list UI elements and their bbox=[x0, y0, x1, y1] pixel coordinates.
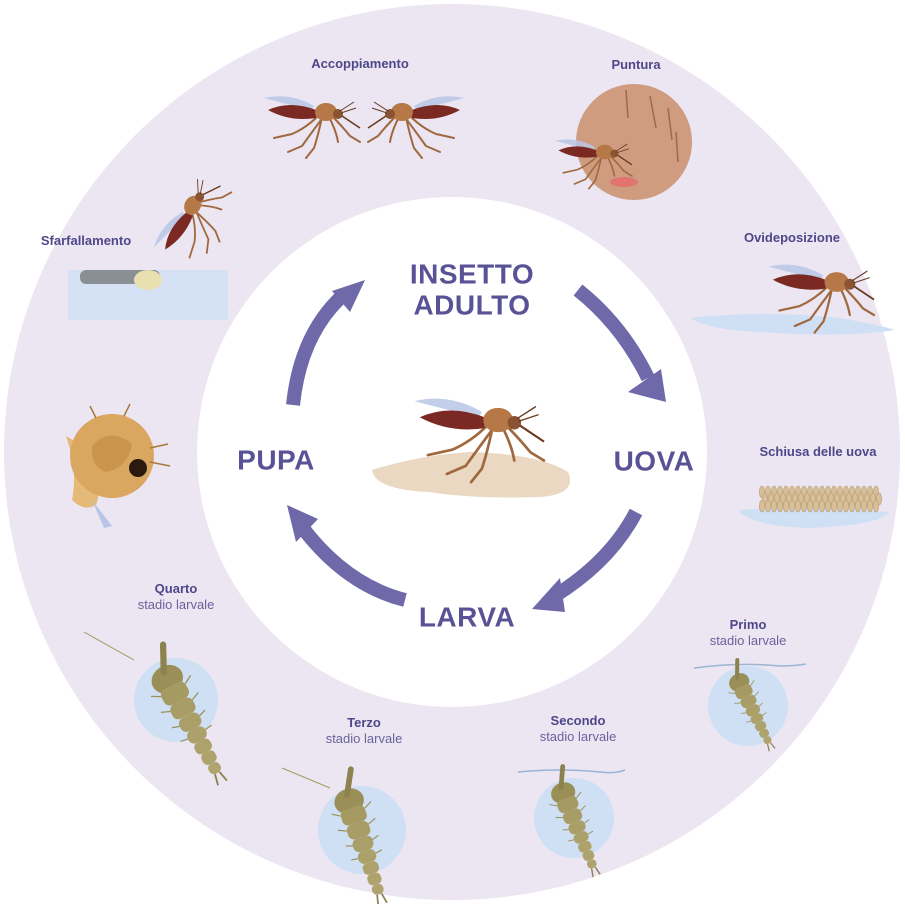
egg bbox=[783, 500, 788, 512]
label-ovideposizione: Ovideposizione bbox=[744, 230, 840, 246]
egg bbox=[843, 500, 848, 512]
egg-raft-icon bbox=[738, 486, 890, 528]
egg bbox=[801, 500, 806, 512]
center-title-line1: INSETTO bbox=[410, 259, 534, 290]
egg bbox=[831, 500, 836, 512]
label-schiusa: Schiusa delle uova bbox=[759, 444, 876, 460]
egg bbox=[765, 500, 770, 512]
egg bbox=[771, 500, 776, 512]
label-quarto-stadio: Quarto stadio larvale bbox=[138, 581, 215, 614]
egg bbox=[849, 500, 854, 512]
phase-larva: LARVA bbox=[419, 601, 515, 632]
egg bbox=[795, 500, 800, 512]
egg bbox=[777, 500, 782, 512]
egg bbox=[759, 500, 764, 512]
egg bbox=[861, 500, 866, 512]
egg bbox=[855, 500, 860, 512]
egg bbox=[873, 500, 878, 512]
label-accoppiamento: Accoppiamento bbox=[311, 56, 409, 72]
center-title: INSETTO ADULTO bbox=[410, 259, 534, 322]
label-primo-stadio: Primo stadio larvale bbox=[710, 617, 787, 650]
center-title-line2: ADULTO bbox=[413, 290, 530, 321]
egg bbox=[837, 500, 842, 512]
egg bbox=[789, 500, 794, 512]
egg bbox=[813, 500, 818, 512]
egg bbox=[807, 500, 812, 512]
egg bbox=[819, 500, 824, 512]
phase-pupa: PUPA bbox=[237, 444, 315, 475]
label-sfarfallamento: Sfarfallamento bbox=[41, 233, 131, 249]
egg bbox=[867, 500, 872, 512]
label-puntura: Puntura bbox=[611, 57, 660, 73]
label-secondo-stadio: Secondo stadio larvale bbox=[540, 713, 617, 746]
label-terzo-stadio: Terzo stadio larvale bbox=[326, 715, 403, 748]
phase-uova: UOVA bbox=[614, 445, 695, 476]
egg bbox=[825, 500, 830, 512]
